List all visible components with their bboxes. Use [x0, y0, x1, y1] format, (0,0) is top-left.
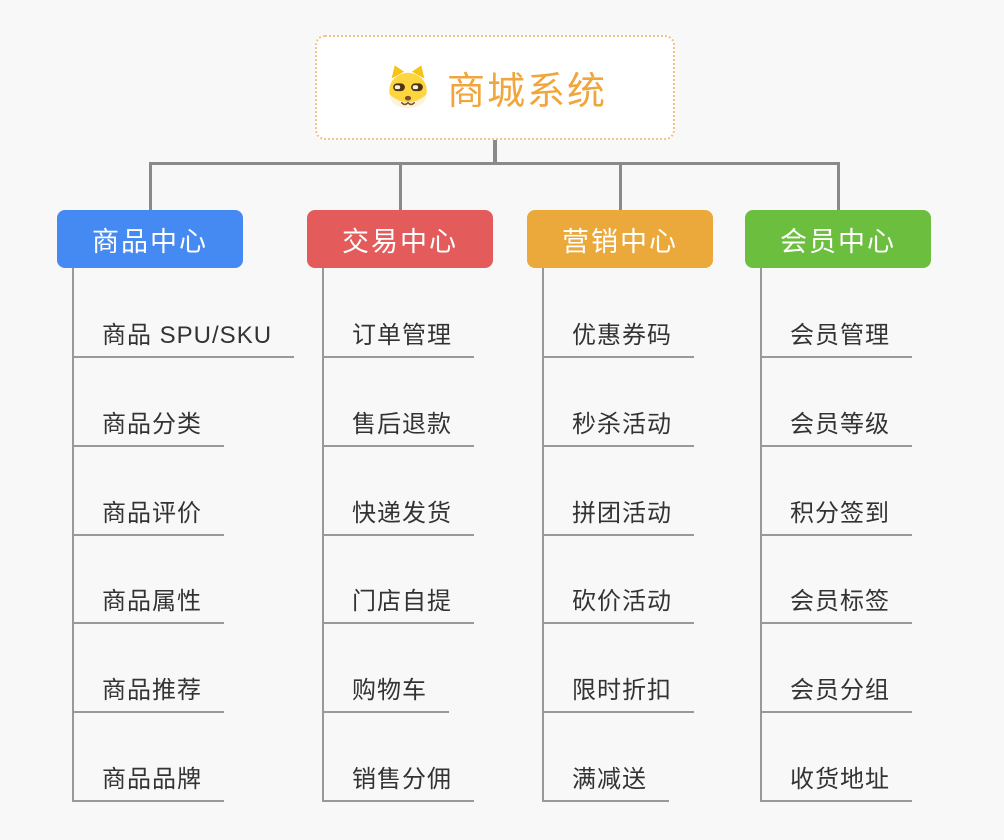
- leaf-node[interactable]: 快递发货: [322, 492, 474, 536]
- leaf-node[interactable]: 会员管理: [760, 314, 912, 358]
- leaf-node[interactable]: 限时折扣: [542, 669, 694, 713]
- leaf-node[interactable]: 商品属性: [72, 580, 224, 624]
- branch-trade-center: 交易中心 订单管理售后退款快递发货门店自提购物车销售分佣: [307, 210, 493, 810]
- dog-face-icon: [383, 63, 433, 113]
- category-node-member[interactable]: 会员中心: [745, 210, 931, 268]
- root-title: 商城系统: [446, 71, 607, 113]
- leaf-node[interactable]: 会员等级: [760, 403, 912, 447]
- leaf-node[interactable]: 秒杀活动: [542, 403, 694, 447]
- leaf-node[interactable]: 商品推荐: [72, 669, 224, 713]
- leaf-node[interactable]: 拼团活动: [542, 492, 694, 536]
- connector-drop: [149, 162, 152, 212]
- leaf-node[interactable]: 积分签到: [760, 492, 912, 536]
- leaf-node[interactable]: 商品 SPU/SKU: [72, 314, 295, 358]
- leaf-node[interactable]: 商品评价: [72, 492, 224, 536]
- leaf-node[interactable]: 购物车: [322, 669, 449, 713]
- category-node-trade[interactable]: 交易中心: [307, 210, 493, 268]
- leaf-node[interactable]: 售后退款: [322, 403, 474, 447]
- connector-drop: [837, 162, 840, 212]
- root-node[interactable]: 商城系统: [315, 35, 675, 140]
- category-node-marketing[interactable]: 营销中心: [527, 210, 713, 268]
- leaf-node[interactable]: 商品品牌: [72, 758, 224, 802]
- leaf-node[interactable]: 门店自提: [322, 580, 474, 624]
- leaf-node[interactable]: 砍价活动: [542, 580, 694, 624]
- branch-member-center: 会员中心 会员管理会员等级积分签到会员标签会员分组收货地址: [745, 210, 931, 810]
- leaf-node[interactable]: 满减送: [542, 758, 669, 802]
- leaf-node[interactable]: 商品分类: [72, 403, 224, 447]
- leaf-node[interactable]: 会员分组: [760, 669, 912, 713]
- branch-marketing-center: 营销中心 优惠券码秒杀活动拼团活动砍价活动限时折扣满减送: [527, 210, 713, 810]
- leaf-node[interactable]: 优惠券码: [542, 314, 694, 358]
- connector-root-stub: [493, 140, 497, 164]
- category-node-product[interactable]: 商品中心: [57, 210, 243, 268]
- leaf-node[interactable]: 订单管理: [322, 314, 474, 358]
- leaf-node[interactable]: 会员标签: [760, 580, 912, 624]
- connector-drop: [619, 162, 622, 212]
- leaf-node[interactable]: 销售分佣: [322, 758, 474, 802]
- branch-product-center: 商品中心 商品 SPU/SKU 商品分类商品评价商品属性商品推荐商品品牌: [57, 210, 295, 810]
- connector-drop: [399, 162, 402, 212]
- connector-bus: [149, 162, 840, 165]
- leaf-node[interactable]: 收货地址: [760, 758, 912, 802]
